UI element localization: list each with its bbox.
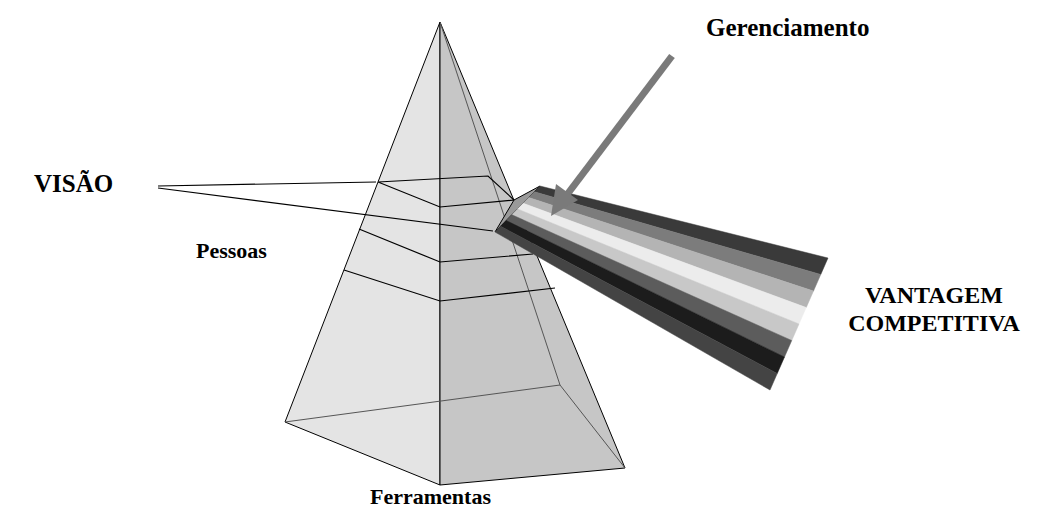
label-text: Ferramentas xyxy=(370,484,491,509)
section-line xyxy=(378,176,514,207)
arrow-head xyxy=(551,184,578,216)
leader-line xyxy=(158,182,376,186)
beam-stripe xyxy=(506,215,792,357)
label-text: VANTAGEM COMPETITIVA xyxy=(814,282,1054,337)
beam-stripe xyxy=(501,221,785,374)
label-text: Pessoas xyxy=(196,238,267,263)
pyramid-face xyxy=(285,22,440,485)
section-line xyxy=(344,270,555,301)
label-text: VISÃO xyxy=(34,170,113,199)
leader-line xyxy=(158,188,493,231)
beam-stripe xyxy=(495,226,777,390)
label-text: Gerenciamento xyxy=(706,14,869,43)
light-beam xyxy=(495,186,828,390)
pyramid-edge xyxy=(560,385,625,468)
management-arrow xyxy=(566,56,672,196)
pyramid-edge xyxy=(285,385,560,422)
